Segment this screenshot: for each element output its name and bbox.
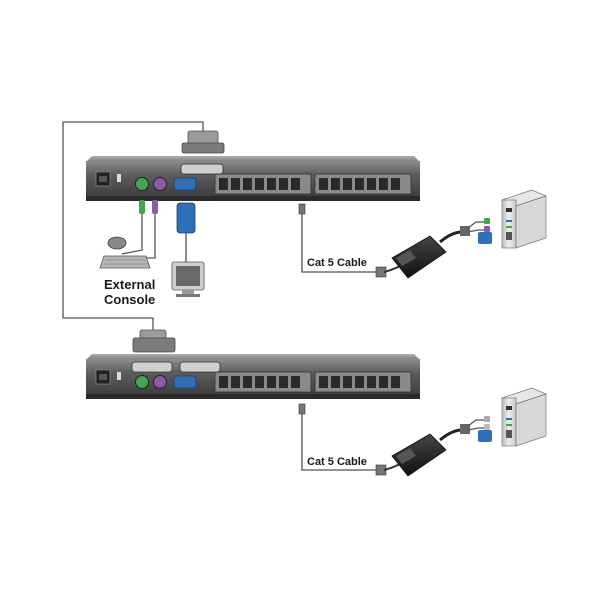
cat5-cable-top	[298, 203, 387, 278]
daisy-chain-connector-icon	[181, 130, 225, 154]
external-console-line2: Console	[104, 292, 156, 307]
daisy-chain-cable	[62, 121, 204, 332]
cat5-cable-label-bottom: Cat 5 Cable	[307, 456, 367, 468]
keyboard-icon	[99, 255, 151, 269]
cpu-adapter-icon	[383, 416, 492, 477]
cat5-cable-bottom	[298, 403, 387, 476]
cat5-cable-label-top: Cat 5 Cable	[307, 257, 367, 269]
cpu-adapter-icon	[383, 218, 492, 279]
daisy-chain-connector-icon	[132, 329, 176, 353]
external-console-line1: External	[104, 277, 156, 292]
kvm-switch-icon	[86, 156, 420, 201]
mouse-icon	[107, 236, 127, 250]
computer-tower-icon	[501, 387, 547, 447]
computer-tower-icon	[501, 189, 547, 249]
monitor-icon	[171, 261, 205, 297]
external-console-label: External Console	[104, 277, 155, 307]
kvm-switch-icon	[86, 354, 420, 399]
console-cables	[121, 200, 196, 262]
